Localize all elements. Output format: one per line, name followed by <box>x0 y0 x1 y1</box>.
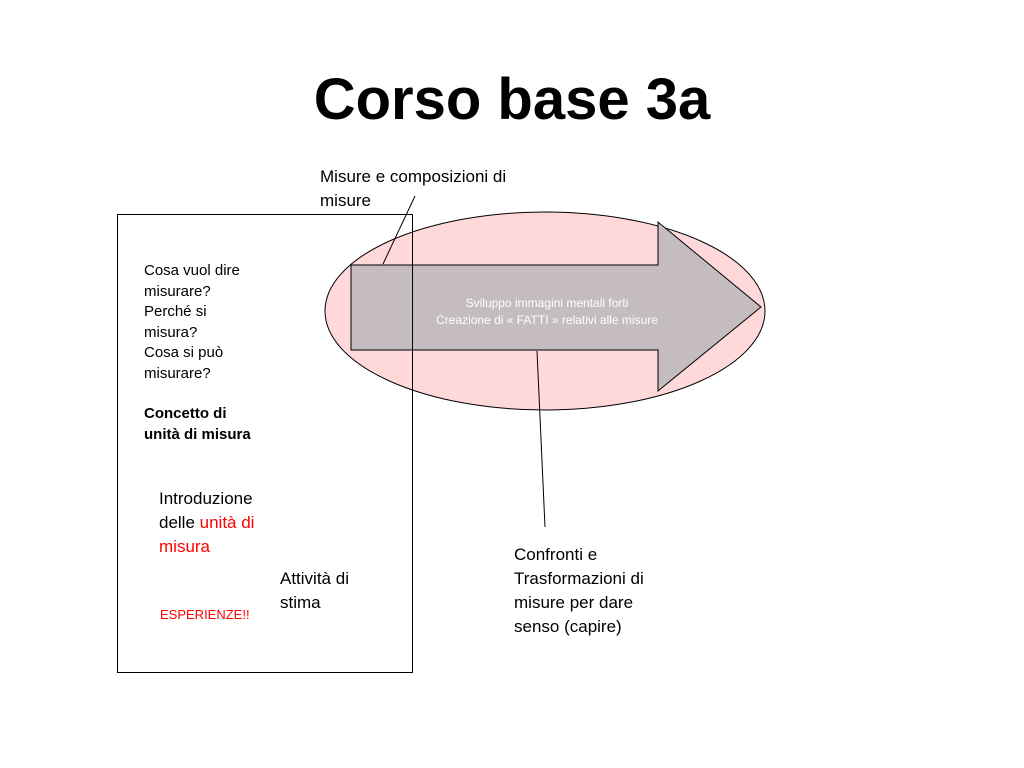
stima-text: Attività di stima <box>280 569 349 612</box>
intro-prefix: Introduzione delle <box>159 489 253 532</box>
concept-text: Concetto di unità di misura <box>144 405 251 443</box>
questions-text: Cosa vuol dire misurare? Perché si misur… <box>144 262 240 382</box>
bottom-callout-line <box>536 350 546 528</box>
slide-title: Corso base 3a <box>313 67 711 132</box>
arrow-text: Sviluppo immagini mentali forti Creazion… <box>436 296 658 327</box>
process-arrow <box>350 220 762 393</box>
intro-highlight: unità di misura <box>159 513 255 556</box>
top-callout-line <box>382 195 416 265</box>
intro-text: Introduzione delle unità di misura <box>159 487 284 559</box>
activities-box <box>117 214 413 673</box>
esperienze-text: ESPERIENZE!! <box>160 607 250 622</box>
top-callout-label: Misure e composizioni di misure <box>320 167 507 210</box>
bottom-callout-label: Confronti e Trasformazioni di misure per… <box>514 545 644 636</box>
